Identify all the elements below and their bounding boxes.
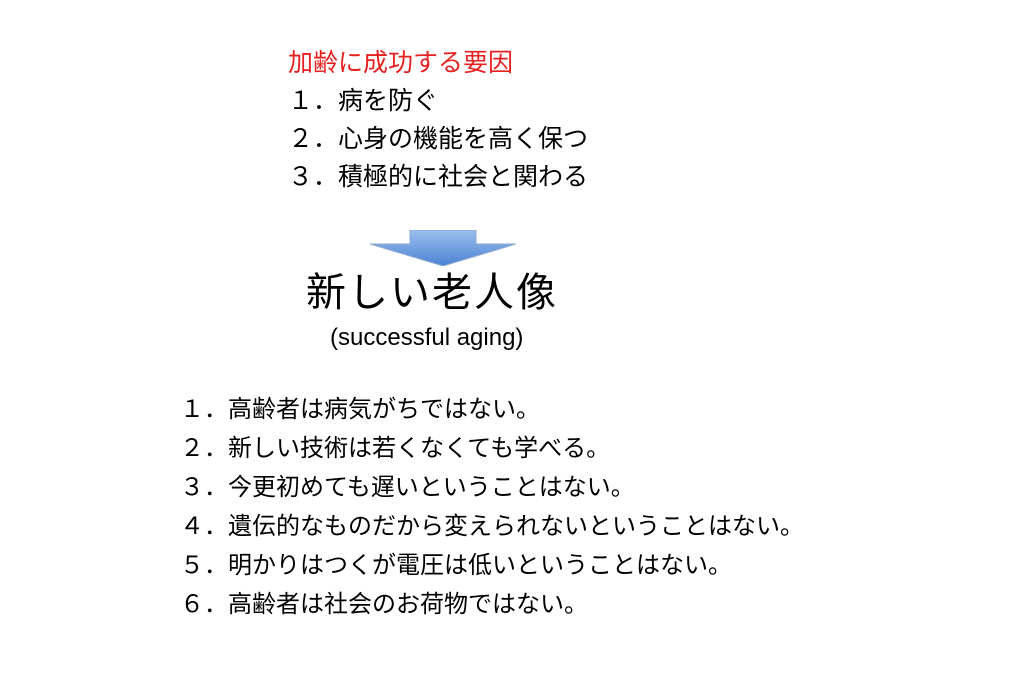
list-item: ２．新しい技術は若くなくても学べる。 xyxy=(180,434,611,462)
new-elderly-title: 新しい老人像 xyxy=(306,266,558,320)
factor-item: ２．心身の機能を高く保つ xyxy=(288,124,589,153)
list-item: １．高齢者は病気がちではない。 xyxy=(180,395,540,423)
list-item: ３．今更初めても遅いということはない。 xyxy=(180,473,635,501)
factors-heading: 加齢に成功する要因 xyxy=(288,48,514,77)
success-factors: 加齢に成功する要因 １．病を防ぐ ２．心身の機能を高く保つ ３．積極的に社会と関… xyxy=(288,44,588,196)
page-title: 新しい老人像 xyxy=(306,270,558,316)
page-subtitle: (successful aging) xyxy=(330,324,524,351)
down-arrow-icon xyxy=(370,230,516,266)
factor-item: １．病を防ぐ xyxy=(288,86,439,115)
list-item: ５．明かりはつくが電圧は低いということはない。 xyxy=(180,551,732,579)
list-item: ６．高齢者は社会のお荷物ではない。 xyxy=(180,590,588,618)
factor-item: ３．積極的に社会と関わる xyxy=(288,162,589,191)
myth-list: １．高齢者は病気がちではない。 ２．新しい技術は若くなくても学べる。 ３．今更初… xyxy=(180,390,804,624)
list-item: ４．遺伝的なものだから変えられないということはない。 xyxy=(180,512,804,540)
